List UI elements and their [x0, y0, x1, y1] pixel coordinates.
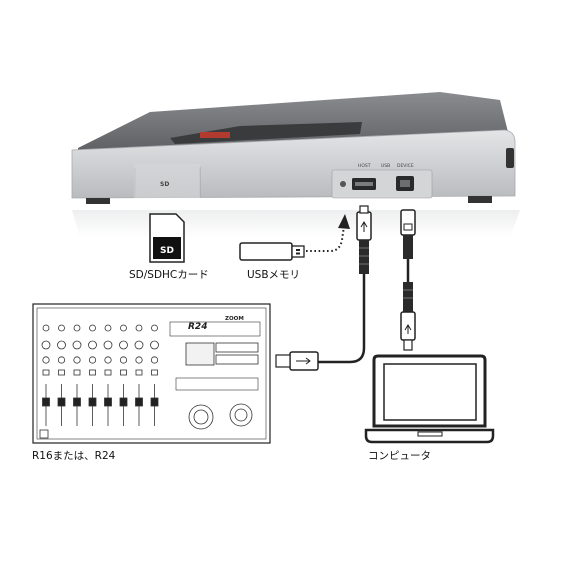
port-label-device: DEVICE	[397, 163, 414, 169]
mixer-channel-strip	[57, 324, 66, 426]
sd-card-label: SD/SDHCカード	[129, 269, 209, 281]
computer-label: コンピュータ	[368, 450, 431, 462]
mixer-channel-strip	[150, 324, 159, 426]
mixer-channel-strip	[103, 324, 113, 426]
sd-card: SD	[149, 213, 185, 263]
recorder-model-label: R24	[188, 322, 207, 332]
mixer-channel-strip	[41, 324, 51, 426]
sd-slot-logo: SD	[160, 181, 169, 188]
recorder-label: R16または、R24	[32, 450, 116, 462]
sd-card-logo: SD	[160, 246, 174, 256]
recorder-brand-logo: ZOOM	[225, 316, 244, 322]
port-label-host: HOST	[358, 163, 371, 169]
usb-memory-stick	[239, 242, 305, 261]
recorder-panel-drawing	[32, 303, 271, 444]
mixer-channel-strip	[119, 324, 128, 426]
port-label-usb: USB	[381, 163, 390, 169]
usb-memory-label: USBメモリ	[247, 269, 301, 281]
usb-cable-device	[400, 209, 416, 351]
usb-cable-host	[275, 205, 372, 371]
mixer-channel-strip	[88, 324, 97, 426]
mixer-channel-strip	[134, 324, 144, 426]
laptop-computer	[364, 354, 495, 444]
mixer-channel-strip	[72, 324, 82, 426]
r24-device-photo: SD HOST USB DEVICE	[71, 92, 520, 238]
